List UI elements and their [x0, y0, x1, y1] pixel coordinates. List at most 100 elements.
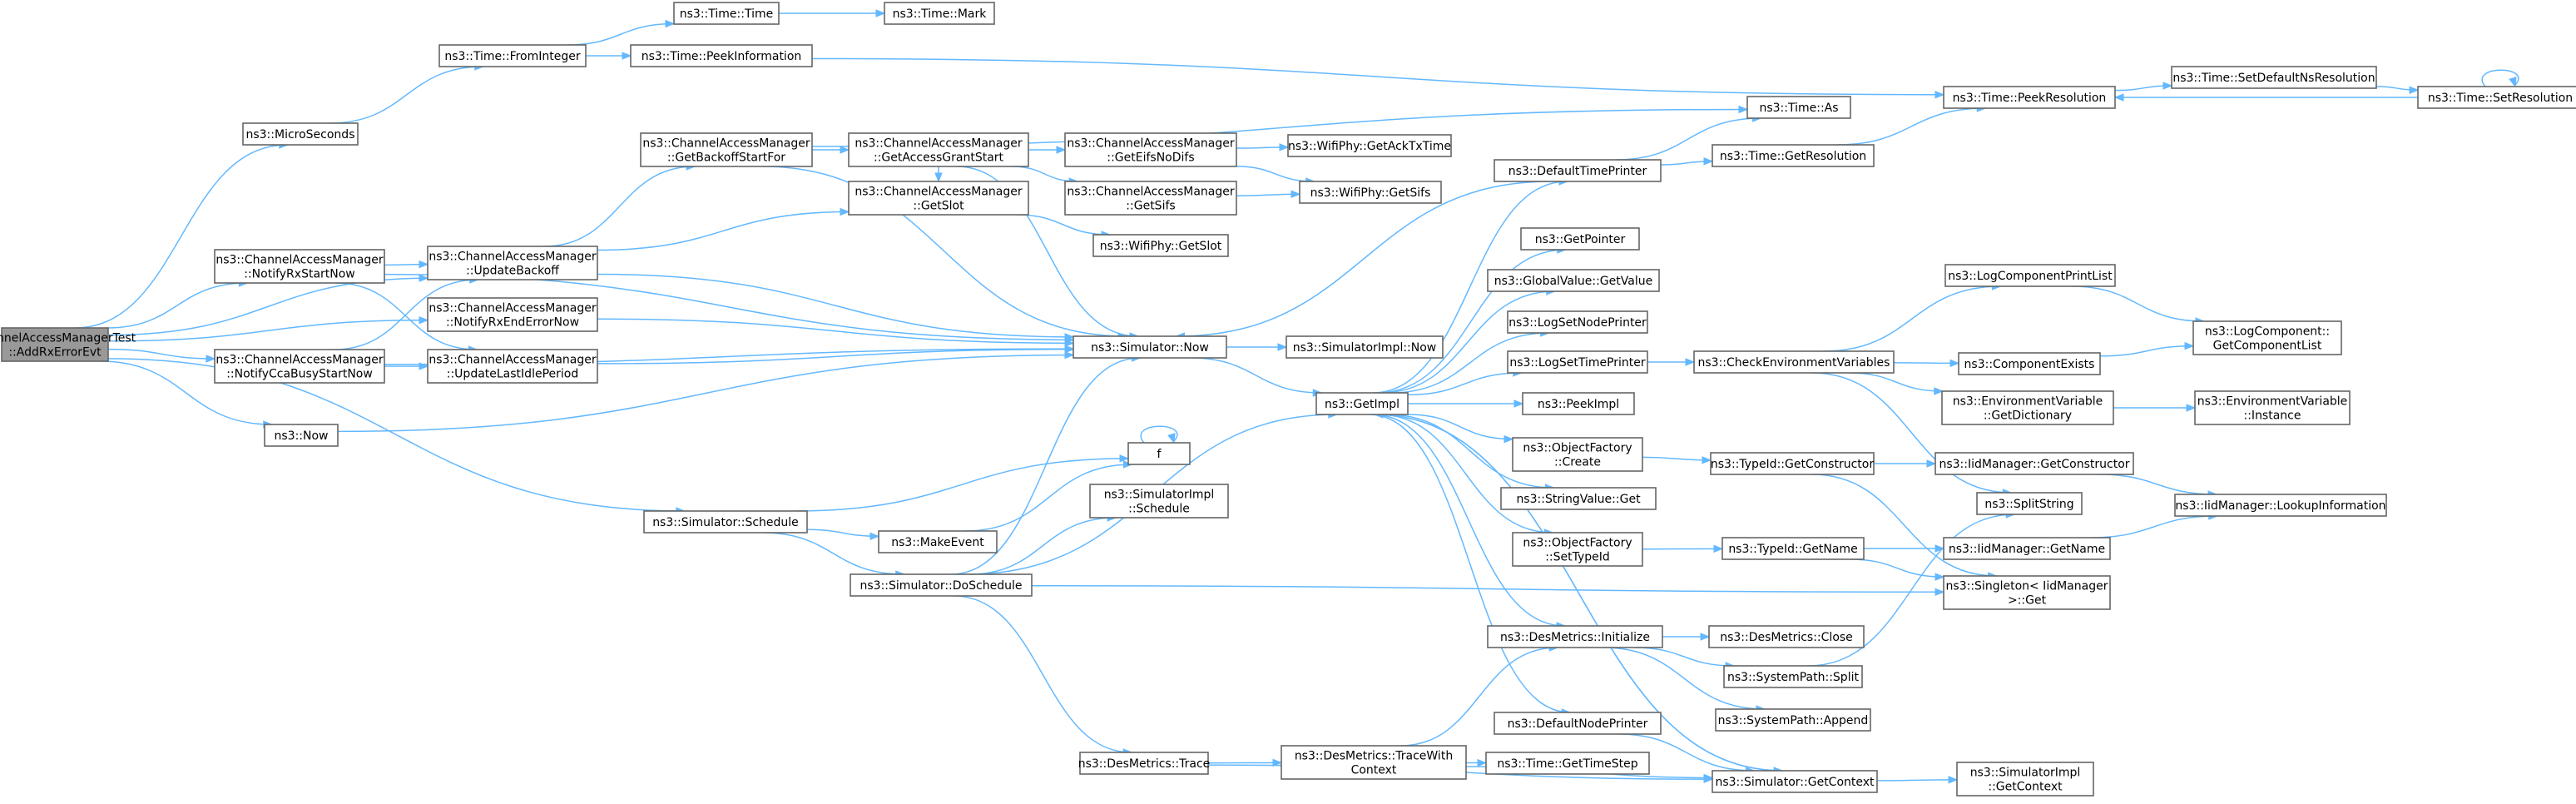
node-updatelastidleperiod[interactable]: ns3::ChannelAccessManager::UpdateLastIdl…	[427, 349, 598, 384]
edge-notifyrxstartnow-to-updatebackoff-arrowhead	[419, 260, 429, 269]
node-notifyrxenderrornow[interactable]: ns3::ChannelAccessManager::NotifyRxEndEr…	[427, 297, 598, 332]
node-now[interactable]: ns3::Now	[264, 424, 339, 447]
node-f[interactable]: f	[1127, 442, 1191, 465]
node-peekimpl[interactable]: ns3::PeekImpl	[1522, 392, 1635, 415]
node-lookupinformation[interactable]: ns3::IidManager::LookupInformation	[2174, 494, 2387, 517]
node-box	[1485, 752, 1650, 775]
node-getimpl[interactable]: ns3::GetImpl	[1315, 392, 1409, 415]
edge-now-to-simnow	[337, 354, 1074, 433]
node-simschedule[interactable]: ns3::Simulator::Schedule	[643, 510, 808, 534]
node-label: ns3::TypeId::GetConstructor	[1711, 458, 1874, 471]
node-systempathappend[interactable]: ns3::SystemPath::Append	[1715, 708, 1871, 732]
node-box	[427, 246, 598, 280]
node-timetime[interactable]: ns3::Time::Time	[673, 2, 780, 25]
node-label: ::NotifyCcaBusyStartNow	[226, 368, 373, 381]
node-systempathsplit[interactable]: ns3::SystemPath::Split	[1723, 665, 1863, 688]
node-doschedule[interactable]: ns3::Simulator::DoSchedule	[850, 573, 1033, 597]
node-timeas[interactable]: ns3::Time::As	[1746, 96, 1851, 119]
node-label: ns3::EnvironmentVariable	[2197, 395, 2348, 409]
edge-getbackoffstartfor-to-getaccessgrantstart-arrowhead	[840, 146, 850, 154]
node-box	[1746, 96, 1851, 119]
node-iidgetname[interactable]: ns3::IidManager::GetName	[1943, 537, 2111, 560]
node-label: ns3::IidManager::GetConstructor	[1939, 458, 2129, 471]
node-logsetnodeprinter[interactable]: ns3::LogSetNodePrinter	[1507, 310, 1648, 334]
node-globalvaluegetvalue[interactable]: ns3::GlobalValue::GetValue	[1487, 269, 1660, 292]
node-label: ns3::SystemPath::Append	[1718, 714, 1869, 727]
node-label: ns3::Singleton< IidManager	[1946, 580, 2108, 593]
node-typeidgetname[interactable]: ns3::TypeId::GetName	[1721, 537, 1865, 560]
node-label: ns3::IidManager::LookupInformation	[2175, 499, 2385, 513]
node-label: ::SetTypeId	[1545, 551, 1610, 564]
edge-setresolution-to-peekresolution-arrowhead	[2113, 93, 2124, 102]
node-envinstance[interactable]: ns3::EnvironmentVariable::Instance	[2194, 390, 2351, 425]
node-getresolution[interactable]: ns3::Time::GetResolution	[1712, 144, 1875, 167]
node-iidgetconstructor[interactable]: ns3::IidManager::GetConstructor	[1934, 452, 2134, 475]
node-camgetslot[interactable]: ns3::ChannelAccessManager::GetSlot	[848, 181, 1029, 216]
node-updatebackoff[interactable]: ns3::ChannelAccessManager::UpdateBackoff	[427, 246, 598, 280]
node-timemark[interactable]: ns3::Time::Mark	[884, 2, 995, 25]
node-label: ns3::ChannelAccessManager	[642, 137, 810, 151]
node-simnow[interactable]: ns3::Simulator::Now	[1073, 335, 1227, 359]
node-ofcreate[interactable]: ns3::ObjectFactory::Create	[1512, 437, 1643, 472]
node-componentexists[interactable]: ns3::ComponentExists	[1958, 352, 2101, 375]
node-gettimestep[interactable]: ns3::Time::GetTimeStep	[1485, 752, 1650, 775]
edge-getimpl-to-desinitialize	[1371, 414, 1566, 627]
node-box	[1943, 537, 2111, 560]
node-simimplnow[interactable]: ns3::SimulatorImpl::Now	[1286, 335, 1444, 359]
node-box	[1089, 484, 1229, 519]
node-logcomponentprintlist[interactable]: ns3::LogComponentPrintList	[1944, 264, 2116, 287]
node-setresolution[interactable]: ns3::Time::SetResolution	[2417, 86, 2576, 109]
node-simimplschedule[interactable]: ns3::SimulatorImpl::Schedule	[1089, 484, 1229, 519]
edge-simschedule-to-f	[794, 458, 1129, 512]
node-peekinformation[interactable]: ns3::Time::PeekInformation	[630, 44, 813, 67]
node-microseconds[interactable]: ns3::MicroSeconds	[242, 122, 359, 146]
node-wifigetsifs[interactable]: ns3::WifiPhy::GetSifs	[1299, 181, 1442, 204]
node-box	[1281, 745, 1467, 780]
node-label: >::Get	[2008, 594, 2047, 608]
node-envgetdictionary[interactable]: ns3::EnvironmentVariable::GetDictionary	[1941, 390, 2114, 425]
node-notifyrxstartnow[interactable]: ns3::ChannelAccessManager::NotifyRxStart…	[214, 249, 385, 284]
node-box	[643, 510, 808, 534]
edge-ofcreate-to-typeidgetconstructor	[1642, 456, 1712, 461]
edge-root-to-updatebackoff	[107, 277, 429, 336]
node-geteifsnodifs[interactable]: ns3::ChannelAccessManager::GetEifsNoDifs	[1064, 132, 1237, 167]
node-peekresolution[interactable]: ns3::Time::PeekResolution	[1943, 86, 2116, 109]
node-simimplgetcontext[interactable]: ns3::SimulatorImpl::GetContext	[1956, 762, 2094, 797]
edge-typeidgetname-to-iidgetname-arrowhead	[1934, 544, 1945, 553]
node-frominteger[interactable]: ns3::Time::FromInteger	[438, 44, 587, 67]
edge-desinitialize-to-desclose-arrowhead	[1700, 633, 1711, 641]
node-defaulttimeprinter[interactable]: ns3::DefaultTimePrinter	[1494, 159, 1662, 182]
node-desinitialize[interactable]: ns3::DesMetrics::Initialize	[1487, 625, 1663, 648]
edge-root-to-now	[100, 360, 272, 425]
node-desclose[interactable]: ns3::DesMetrics::Close	[1708, 625, 1865, 648]
edge-envgetdictionary-to-envinstance-arrowhead	[2186, 404, 2197, 412]
node-getpointer[interactable]: ns3::GetPointer	[1520, 227, 1640, 251]
edge-camgetslot-to-wifigetslot	[1016, 214, 1111, 236]
node-simgetcontext[interactable]: ns3::Simulator::GetContext	[1712, 770, 1878, 793]
edge-getresolution-to-peekresolution	[1836, 107, 1986, 146]
node-typeidgetconstructor[interactable]: ns3::TypeId::GetConstructor	[1710, 452, 1875, 475]
node-notifyccabusystartnow[interactable]: ns3::ChannelAccessManager::NotifyCcaBusy…	[214, 349, 385, 384]
node-splitstring[interactable]: ns3::SplitString	[1976, 492, 2083, 515]
node-makeevent[interactable]: ns3::MakeEvent	[878, 530, 998, 553]
node-root[interactable]: ChannelAccessManagerTest::AddRxErrorEvt	[0, 327, 136, 362]
node-setdefaultnsresolution[interactable]: ns3::Time::SetDefaultNsResolution	[2171, 66, 2377, 89]
node-box	[1500, 487, 1657, 510]
node-stringvalueget[interactable]: ns3::StringValue::Get	[1500, 487, 1657, 510]
node-wifigetslot[interactable]: ns3::WifiPhy::GetSlot	[1092, 234, 1229, 257]
node-getbackoffstartfor[interactable]: ns3::ChannelAccessManager::GetBackoffSta…	[640, 132, 813, 167]
node-destrace[interactable]: ns3::DesMetrics::Trace	[1078, 752, 1211, 775]
node-getacktxtime[interactable]: ns3::WifiPhy::GetAckTxTime	[1287, 134, 1452, 157]
node-logsettimeprinter[interactable]: ns3::LogSetTimePrinter	[1507, 350, 1648, 374]
node-camgetsifs[interactable]: ns3::ChannelAccessManager::GetSifs	[1064, 181, 1237, 216]
node-box	[1715, 708, 1871, 732]
node-getcomponentlist[interactable]: ns3::LogComponent::GetComponentList	[2192, 320, 2342, 355]
node-defaultnodeprinter[interactable]: ns3::DefaultNodePrinter	[1494, 712, 1662, 735]
node-ofsettypeid[interactable]: ns3::ObjectFactory::SetTypeId	[1512, 532, 1643, 567]
node-singletonget[interactable]: ns3::Singleton< IidManager >::Get	[1943, 575, 2111, 610]
edge-setresolution-to-setresolution	[2481, 69, 2519, 87]
node-getaccessgrantstart[interactable]: ns3::ChannelAccessManager::GetAccessGran…	[848, 132, 1029, 167]
node-checkenv[interactable]: ns3::CheckEnvironmentVariables	[1693, 350, 1895, 374]
